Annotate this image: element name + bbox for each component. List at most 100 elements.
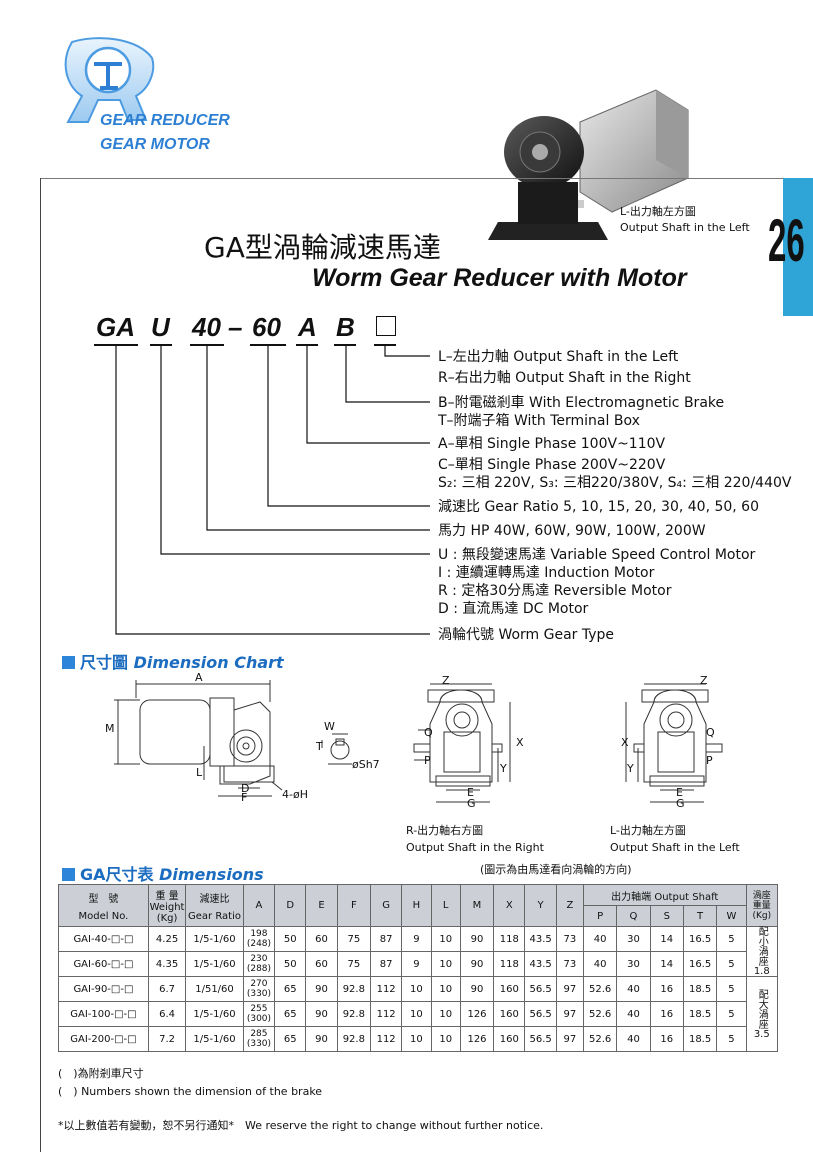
cell-t: 18.5 [682,1026,718,1052]
cell-a-brake: (300) [246,1014,272,1024]
dimension-chart-heading: 尺寸圖 Dimension Chart [62,649,284,673]
header-weight-cn: 重 量 [155,891,179,902]
dim-label-d: D [241,782,250,795]
header-ratio-en: Gear Ratio [188,910,241,922]
cell-a: 198(248) [242,926,276,952]
option-accessory: B–附電磁剎車 With Electromagnetic Brake T–附端子… [438,394,724,430]
oil-small-value: 1.8 [753,966,770,977]
option-motor-type: U : 無段變速馬達 Variable Speed Control Motor … [438,546,755,618]
cell-h: 10 [401,1026,432,1052]
cell-z: 73 [555,926,585,952]
cell-x: 160 [493,976,526,1002]
cell-m: 126 [459,1026,495,1052]
cell-t: 18.5 [682,1001,718,1027]
header-ratio: 減速比 Gear Ratio [185,884,244,927]
model-code-part-ratio: 60 [252,312,281,342]
cell-d: 65 [274,1001,307,1027]
side-view-drawing [114,680,283,797]
header-col-f: F [336,884,371,927]
brand-line-1: GEAR REDUCER [100,112,230,129]
cell-m: 126 [459,1001,495,1027]
header-ratio-cn: 減速比 [199,893,230,905]
cell-t: 18.5 [682,976,718,1002]
cell-a-brake: (248) [246,939,272,949]
cell-d: 65 [274,1026,307,1052]
model-code-part-brake: B [336,312,355,342]
cell-s: 16 [649,1026,684,1052]
option-worm-type: 渦輪代號 Worm Gear Type [438,626,614,644]
option-line: U : 無段變速馬達 Variable Speed Control Motor [438,547,756,563]
header-col-x: X [493,884,526,927]
cell-f: 92.8 [336,1001,371,1027]
cell-g: 112 [369,1026,403,1052]
cell-model: GAI-90-□-□ [58,976,149,1002]
header-model-cn: 型 號 [88,893,119,905]
option-shaft: L–左出力軸 Output Shaft in the Left R–右出力軸 O… [438,348,691,387]
code-underline [296,344,318,346]
cell-m: 90 [459,926,495,952]
code-underline [190,344,224,346]
cell-ratio: 1/5-1/60 [185,1026,244,1052]
header-col-t: T [682,905,718,927]
cell-f: 92.8 [336,976,371,1002]
table-row: GAI-100-□-□ 6.4 1/5-1/60 255(300) 65 90 … [58,1001,778,1027]
cell-z: 97 [555,976,585,1002]
cell-weight: 4.35 [147,951,187,977]
view-direction-note: (圖示為由馬達看向渦輪的方向) [480,863,632,876]
option-line: L–左出力軸 Output Shaft in the Left [438,349,679,365]
code-underline [150,344,172,346]
cell-a-brake: (330) [246,1039,272,1049]
brake-note-cn: ( )為附剎車尺寸 [58,1067,144,1080]
cell-t: 16.5 [682,926,718,952]
cell-model: GAI-200-□-□ [58,1026,149,1052]
cell-h: 10 [401,976,432,1002]
code-underline [250,344,286,346]
cell-l: 10 [430,976,461,1002]
dim-label-w: W [324,720,335,733]
model-code-part-phase: A [298,312,317,342]
cell-w: 5 [716,976,747,1002]
code-underline [374,344,396,346]
cell-y: 56.5 [524,1001,557,1027]
product-photo [488,82,698,252]
code-underline [334,344,356,346]
option-line: S₂: 三相 220V, S₃: 三相220/380V, S₄: 三相 220/… [438,475,792,491]
model-code-part-motor: U [151,312,170,342]
cell-h: 9 [401,926,432,952]
dimensions-table: 型 號 Model No. 重 量 Weight (Kg) 減速比 Gear R… [58,884,779,1052]
cell-oil-large: 配大渦座 3.5 [745,976,779,1052]
cell-s: 16 [649,1001,684,1027]
cell-p: 52.6 [582,1001,618,1027]
cell-h: 9 [401,951,432,977]
header-col-p: P [582,905,618,927]
disclaimer: *以上數值若有變動，恕不另行通知* We reserve the right t… [58,1119,544,1132]
cell-a: 285(330) [242,1026,276,1052]
header-oil: 渦座重量 (Kg) [745,884,779,927]
cell-w: 5 [716,1001,747,1027]
cell-a-value: 230 [250,954,268,964]
cell-z: 97 [555,1001,585,1027]
header-output-shaft: 出力軸端 Output Shaft [583,884,747,906]
cell-a-brake: (330) [246,989,272,999]
oil-large-value: 3.5 [753,1028,770,1040]
cell-l: 10 [430,1026,461,1052]
option-phase: A–單相 Single Phase 100V~110V C–單相 Single … [438,435,791,492]
cell-a-value: 285 [250,1029,268,1039]
dim-label-m: M [105,722,115,735]
cell-l: 10 [430,926,461,952]
table-row: GAI-90-□-□ 6.7 1/51/60 270(330) 65 90 92… [58,976,779,1052]
option-line: 減速比 Gear Ratio 5, 10, 15, 20, 30, 40, 50… [438,499,760,515]
cell-weight: 7.2 [147,1026,187,1052]
dimensions-heading: GA尺寸表 Dimensions [62,861,264,885]
cell-a: 270(330) [242,976,276,1002]
dim-label-f: F [241,791,248,804]
cell-e: 60 [305,926,338,952]
option-horsepower: 馬力 HP 40W, 60W, 90W, 100W, 200W [438,522,706,540]
cell-d: 50 [274,951,307,977]
right-output-caption: R-出力軸右方圖 Output Shaft in the Right [406,822,544,856]
right-output-caption-en: Output Shaft in the Right [406,841,544,854]
cell-a: 230(288) [242,951,276,977]
cell-d: 50 [274,926,307,952]
cell-a-value: 198 [250,929,268,939]
cell-w: 5 [716,1026,747,1052]
